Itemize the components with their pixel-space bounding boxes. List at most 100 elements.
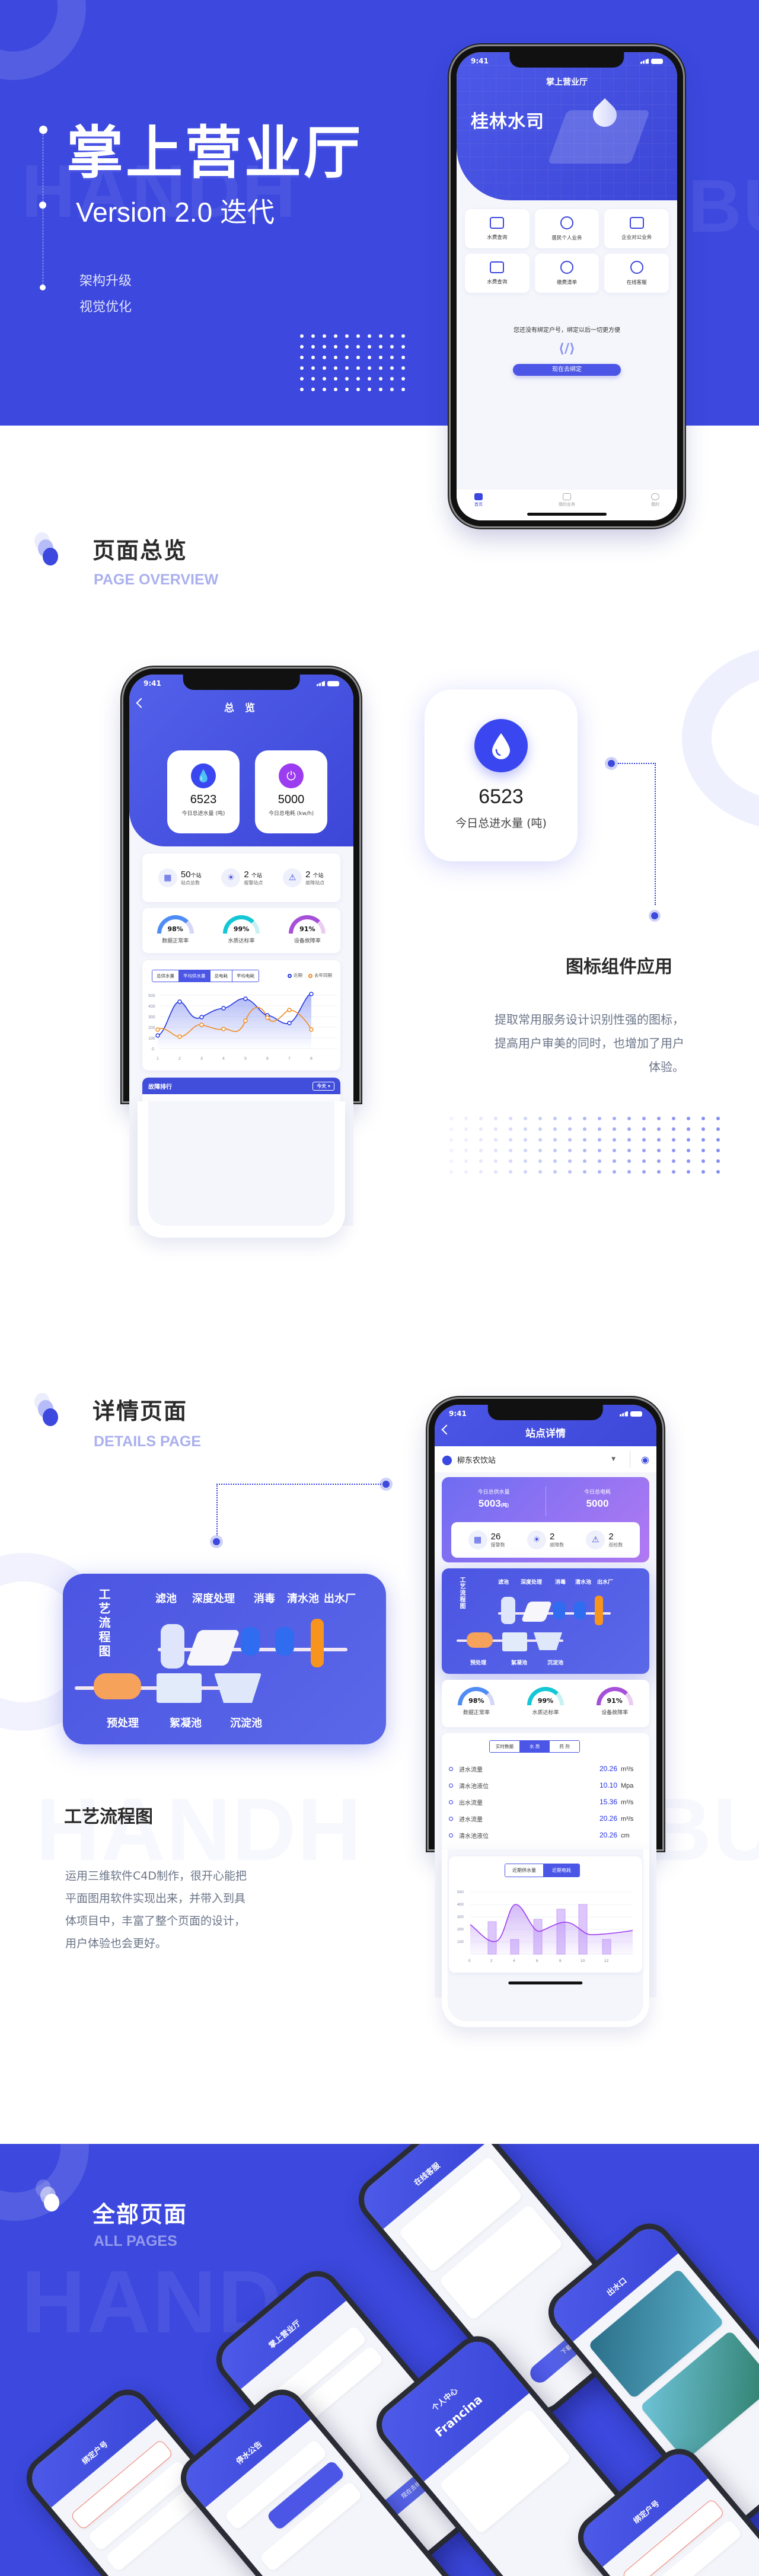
- clear-water-tank-illustration: [275, 1627, 294, 1655]
- user-icon: [560, 216, 573, 229]
- tab-recent-supply[interactable]: 近期供水量: [505, 1864, 544, 1877]
- grid-icon: ▦: [468, 1530, 487, 1549]
- phone-mockup-overview: 9:41 总 览 💧 6523 今日总进水量 (吨) ⏻ 5000 今日总电耗 …: [123, 669, 359, 1226]
- station-selector[interactable]: ⬤ 柳东农饮站 ▼ ◉: [435, 1446, 656, 1472]
- monitor-search-icon: [490, 217, 505, 229]
- svg-text:2: 2: [490, 1959, 493, 1963]
- svg-text:2: 2: [178, 1057, 181, 1061]
- feature-title: 图标组件应用: [566, 957, 672, 977]
- bind-message: 您还没有绑定户号，绑定以后一切更方便: [514, 327, 620, 334]
- tile-payment-list[interactable]: 缴费清单: [534, 254, 599, 293]
- tab-chemicals[interactable]: 药 剂: [550, 1741, 579, 1752]
- tab-mine[interactable]: 我的: [651, 493, 659, 520]
- tile-online-service[interactable]: 在线客服: [604, 254, 669, 293]
- tile-enterprise-business[interactable]: 企业对公业务: [604, 209, 669, 248]
- signal-icon: [620, 1411, 628, 1417]
- period-dropdown[interactable]: 今天 ▾: [312, 1081, 334, 1091]
- tab-my-business[interactable]: 我的业务: [559, 493, 575, 520]
- stage-label: 消毒: [254, 1593, 275, 1605]
- signal-icon: [640, 58, 649, 64]
- tab-home[interactable]: 首页: [474, 493, 483, 520]
- process-flow-mini: 工艺流程图 滤池 深度处理 消毒 清水池 出水厂 预处理 絮凝池 沉淀池: [442, 1568, 649, 1674]
- coagulation-illustration: [157, 1673, 202, 1703]
- gauge-device-fault: 91%设备故障率: [596, 1687, 633, 1716]
- svg-text:5: 5: [244, 1057, 247, 1061]
- timeline-dot: [39, 202, 46, 209]
- svg-text:3: 3: [200, 1057, 203, 1061]
- pretreatment-illustration: [94, 1673, 141, 1699]
- watermark-text-right: BU: [688, 164, 759, 248]
- yuan-icon: [560, 261, 573, 274]
- tile-water-fee-query-2[interactable]: 水费查询: [465, 254, 530, 293]
- phone-mockup-home: 9:41 掌上营业厅 桂林水司 水费查询 居民个人业务 企业对公业务 水费查询 …: [451, 46, 683, 526]
- home-icon: [474, 493, 483, 500]
- battery-icon: [327, 680, 339, 686]
- dot-pattern: [296, 331, 409, 395]
- svg-text:400: 400: [457, 1903, 464, 1907]
- bind-now-button[interactable]: 现在去绑定: [513, 364, 621, 376]
- tab-bar: 首页 我的业务 我的: [457, 490, 677, 520]
- stage-label: 滤池: [155, 1593, 177, 1605]
- gauges-card: 98%数据正常率 99%水质达标率 91%设备故障率: [142, 908, 340, 953]
- svg-text:500: 500: [148, 994, 155, 998]
- tile-water-fee-query[interactable]: 水费查询: [465, 209, 530, 248]
- sedimentation-illustration: [214, 1673, 261, 1703]
- warning-icon: ⚠: [586, 1530, 605, 1549]
- hero-title: 掌上营业厅: [66, 120, 363, 186]
- tab-total-supply[interactable]: 总供水量: [152, 970, 179, 982]
- tab-recent-power[interactable]: 近期电耗: [544, 1864, 579, 1877]
- signal-icon: [317, 680, 325, 686]
- tab-total-power[interactable]: 总电耗: [210, 970, 232, 982]
- connector-line: [655, 763, 656, 905]
- svg-text:4: 4: [513, 1959, 515, 1963]
- plug-icon: ⏻: [279, 763, 304, 788]
- gauge-data-normal: 98%数据正常率: [458, 1687, 495, 1716]
- tab-avg-power[interactable]: 平均电耗: [232, 970, 259, 982]
- fault-ranking-header: 故障排行 今天 ▾: [142, 1078, 340, 1094]
- unlink-icon: ⟨/⟩: [558, 341, 576, 356]
- tab-water-quality[interactable]: 水 质: [520, 1741, 550, 1752]
- callout-value: 6523: [479, 785, 524, 808]
- svg-text:7: 7: [288, 1057, 291, 1061]
- section-marker: [34, 1393, 64, 1428]
- battery-icon: [630, 1411, 642, 1417]
- home-screen: 9:41 掌上营业厅 桂林水司 水费查询 居民个人业务 企业对公业务 水费查询 …: [457, 52, 677, 520]
- building-icon: [629, 217, 644, 229]
- tab-realtime[interactable]: 实时数据: [490, 1741, 520, 1752]
- headset-icon: [630, 261, 643, 274]
- stage-label: 预处理: [107, 1717, 139, 1730]
- svg-text:300: 300: [148, 1015, 155, 1019]
- chart-legend: 近期 去年同期: [288, 972, 332, 979]
- profile-icon: [651, 493, 659, 500]
- section-title: 详情页面: [93, 1398, 188, 1424]
- stage-label: 出水厂: [324, 1593, 356, 1605]
- section-marker: [36, 2179, 59, 2215]
- section-title: 全部页面: [93, 2201, 188, 2227]
- screen-title: 总 览: [224, 702, 259, 714]
- tab-avg-supply[interactable]: 平均供水量: [179, 970, 211, 982]
- feature-point: 视觉优化: [79, 300, 132, 315]
- svg-text:200: 200: [457, 1928, 464, 1932]
- phone-bottom-bezel: [138, 1101, 345, 1238]
- section-subtitle: DETAILS PAGE: [94, 1433, 202, 1450]
- camera-icon[interactable]: ◉: [641, 1453, 649, 1465]
- gauges-card: 98%数据正常率 99%水质达标率 91%设备故障率: [442, 1680, 649, 1727]
- water-drop-icon: [474, 719, 528, 772]
- svg-text:4: 4: [222, 1057, 225, 1061]
- tile-personal-business[interactable]: 居民个人业务: [534, 209, 599, 248]
- status-bar: 9:41: [457, 52, 677, 70]
- station-name: 柳东农饮站: [457, 1456, 496, 1465]
- feature-point: 架构升级: [79, 274, 132, 289]
- connector-line: [216, 1484, 218, 1536]
- process-flow-card: 工艺流程图 滤池 深度处理 消毒 清水池 出水厂 预处理 絮凝池 沉淀池: [63, 1574, 386, 1744]
- svg-text:12: 12: [604, 1959, 609, 1963]
- gradient-dot-pattern: [446, 1113, 728, 1177]
